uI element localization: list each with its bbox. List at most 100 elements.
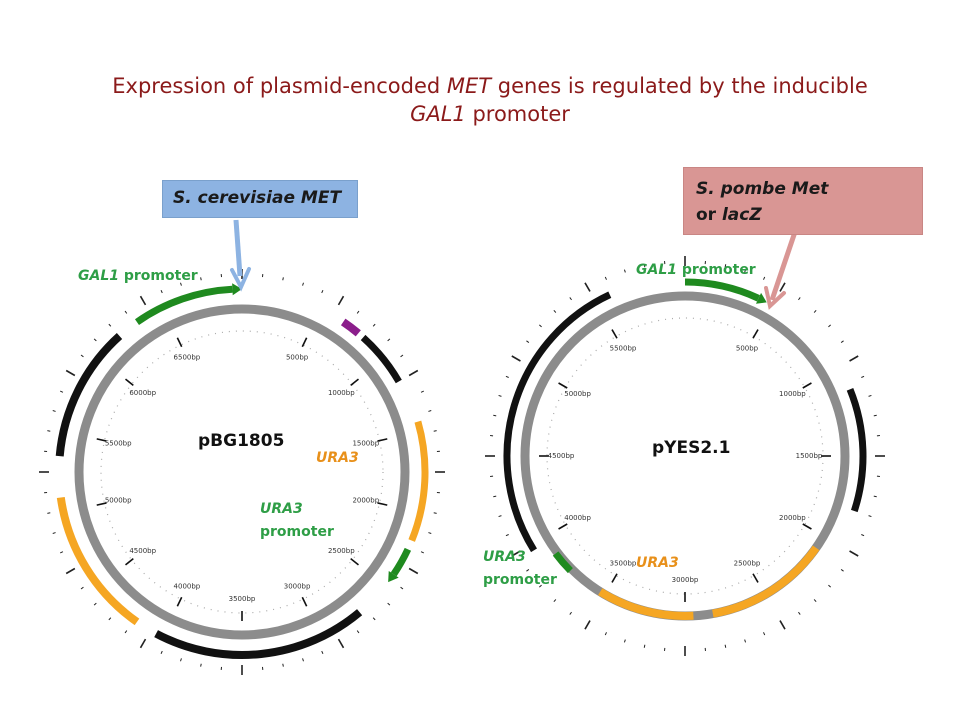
left-gal1-promoter (134, 285, 233, 325)
right-outer-tick (763, 632, 766, 636)
left-ura3-promoter (390, 547, 412, 577)
right-bp-tick (752, 573, 759, 583)
left-outer-tick (65, 567, 76, 575)
right-outer-tick (493, 495, 497, 498)
left-bp-label: 6000bp (129, 389, 156, 397)
left-outer-tick (65, 369, 76, 377)
right-outer-tick (553, 599, 557, 602)
right-outer-tick (643, 264, 646, 268)
left-bp-tick (96, 502, 107, 506)
right-bp-label: 3000bp (672, 576, 699, 584)
right-bp-tick (611, 329, 618, 339)
left-outer-tick (52, 410, 56, 412)
left-bp-tick (176, 596, 183, 607)
left-outer-tick (321, 650, 324, 654)
left-bp-label: 2000bp (352, 496, 379, 504)
right-gal1-word: promoter (677, 262, 756, 278)
right-outer-tick (526, 340, 530, 343)
title-line-2: GAL1 promoter (40, 101, 940, 128)
left-ura3-promoter-gene: URA3 (260, 501, 303, 517)
left-outer-tick (200, 277, 202, 281)
right-outer-tick (511, 550, 521, 557)
right-outer-tick (849, 550, 859, 557)
left-outer-tick (356, 310, 360, 314)
left-black-feature-left (55, 333, 123, 457)
left-callout-text: S. cerevisiae MET (173, 188, 342, 208)
left-outer-tick (372, 323, 376, 327)
left-bp-tick (125, 558, 134, 566)
left-bp-label: 5000bp (105, 496, 132, 504)
right-outer-tick (623, 269, 626, 273)
title-text-2b: promoter (465, 102, 570, 126)
left-callout-arrowhead (230, 267, 251, 292)
title-text-1c: genes is regulated by the inducible (491, 74, 868, 98)
left-outer-tick (400, 586, 404, 590)
left-outer-tick (420, 551, 424, 554)
left-gal1-promoter-head (232, 283, 242, 296)
left-outer-tick (302, 282, 304, 286)
right-outer-tick (505, 375, 509, 378)
right-outer-tick (873, 495, 877, 498)
left-bp-label: 3500bp (229, 595, 256, 603)
left-bp-label: 5500bp (105, 440, 132, 448)
right-callout-or: or (696, 205, 722, 225)
left-outer-tick (200, 663, 202, 667)
left-outer-tick (420, 390, 424, 393)
left-ura3-promoter-label: URA3 promoter (260, 498, 334, 544)
left-bp-tick (377, 438, 388, 442)
right-callout-arrow (769, 222, 801, 301)
right-bp-label: 2000bp (779, 514, 806, 522)
right-outer-tick (861, 534, 865, 537)
left-outer-tick (60, 551, 64, 554)
left-outer-tick (337, 638, 345, 649)
right-bp-tick (802, 523, 812, 530)
right-outer-tick (861, 375, 865, 378)
right-outer-tick (744, 639, 747, 643)
left-bp-label: 1000bp (328, 389, 355, 397)
right-outer-tick (813, 599, 817, 602)
left-bp-tick (301, 337, 308, 348)
title-gene-gal1: GAL1 (410, 102, 466, 126)
left-outer-tick (139, 638, 147, 649)
right-bp-label: 1000bp (779, 390, 806, 398)
right-outer-tick (868, 394, 872, 397)
left-gal1-gene: GAL1 (78, 268, 119, 284)
right-outer-tick (493, 414, 497, 417)
right-outer-tick (763, 276, 766, 280)
right-outer-tick (498, 515, 502, 518)
right-outer-tick (505, 534, 509, 537)
right-outer-tick (840, 569, 844, 572)
right-outer-tick (498, 394, 502, 397)
right-bp-tick (611, 573, 618, 583)
right-outer-tick (873, 414, 877, 417)
left-outer-tick (387, 602, 391, 606)
right-bp-label: 5500bp (610, 345, 637, 353)
right-black-feature-right (846, 387, 867, 513)
left-outer-tick (108, 323, 112, 327)
right-bp-label: 1500bp (796, 452, 823, 460)
left-outer-tick (160, 290, 163, 294)
right-ura3-promoter-word: promoter (483, 572, 557, 588)
s-cerevisiae-met-callout: S. cerevisiae MET (162, 180, 358, 218)
left-bp-label: 1500bp (352, 440, 379, 448)
right-bp-label: 500bp (736, 345, 759, 353)
left-ura3-promoter-word: promoter (260, 524, 334, 540)
right-outer-tick (539, 324, 542, 328)
left-outer-tick (428, 410, 432, 412)
left-outer-tick (47, 512, 51, 514)
left-outer-tick (52, 532, 56, 534)
left-backbone (74, 304, 410, 640)
right-gal1-promoter-label: GAL1 promoter (636, 259, 756, 282)
left-outer-tick (428, 532, 432, 534)
right-bp-tick (558, 523, 568, 530)
left-ura3-label: URA3 (316, 450, 359, 466)
left-bp-tick (176, 337, 183, 348)
right-bp-label: 3500bp (610, 559, 637, 567)
left-outer-tick (433, 512, 437, 514)
right-outer-tick (569, 611, 572, 615)
right-plasmid-map: 500bp1000bp1500bp2000bp2500bp3000bp3500b… (485, 256, 885, 656)
right-outer-tick (868, 515, 872, 518)
right-outer-tick (553, 310, 557, 313)
left-outer-tick (282, 663, 284, 667)
